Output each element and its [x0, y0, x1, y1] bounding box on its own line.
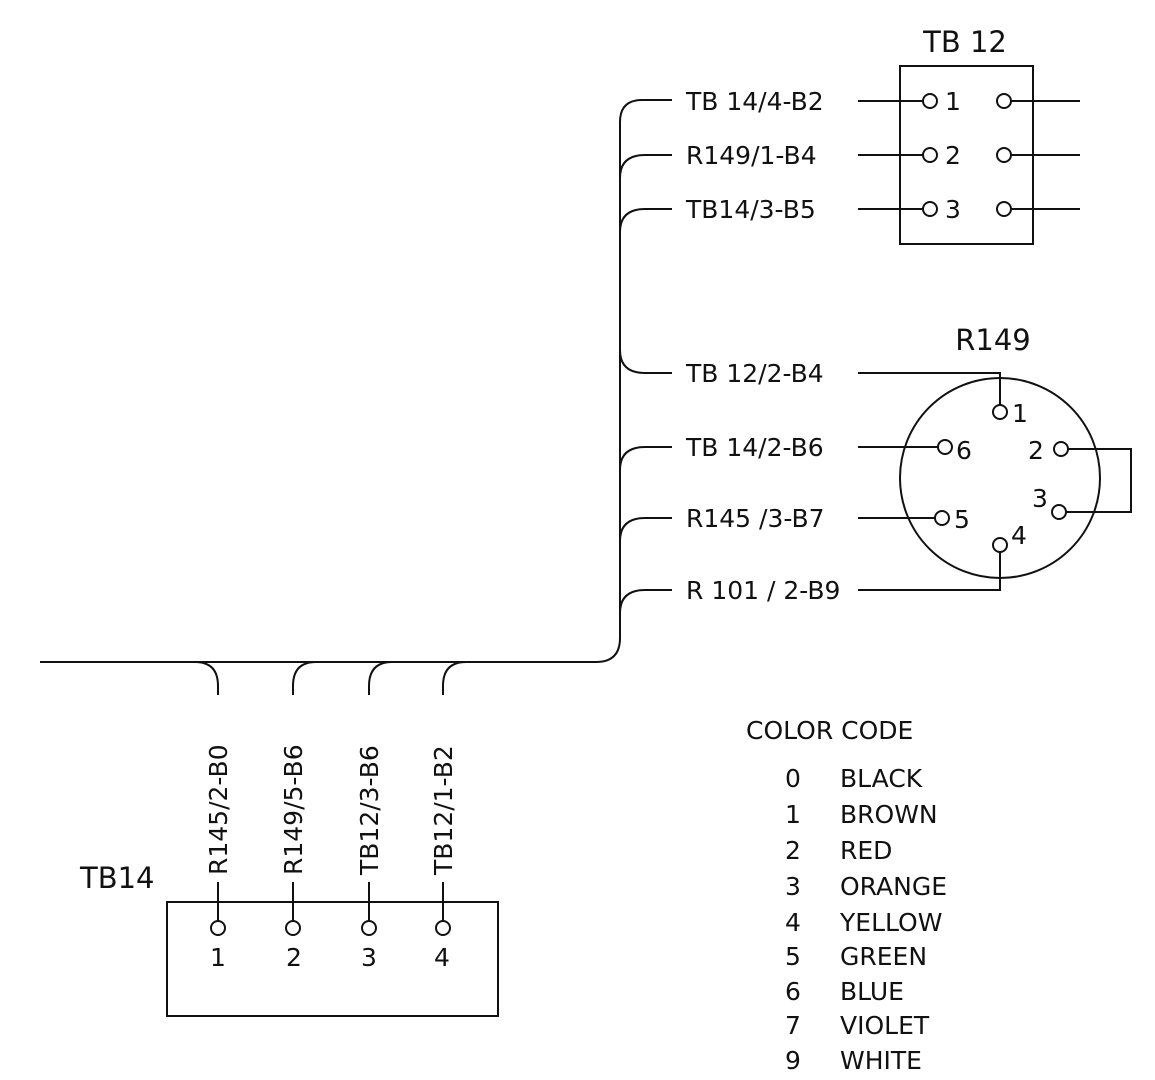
tb14-terminal-num-4: 4 — [434, 943, 450, 972]
color-code-name: BROWN — [840, 800, 938, 829]
tb14-terminal-block: TB14 R145/2-B0 R149/5-B6 TB12/3-B6 TB12/… — [79, 744, 499, 1017]
color-code-num: 1 — [785, 800, 801, 829]
tb12-right-terminal-2 — [996, 147, 1012, 163]
harness-branch-r149-6 — [619, 446, 672, 471]
tb12-terminal-num-2: 2 — [945, 141, 961, 170]
r149-jumper-2-3 — [1066, 448, 1132, 513]
tb12-wire-label-2: R149/1-B4 — [686, 141, 817, 170]
harness-branch-r149-4 — [619, 589, 672, 614]
tb14-terminal-2 — [285, 920, 301, 936]
color-code-num: 5 — [785, 942, 801, 971]
tb12-terminal-3 — [922, 201, 938, 217]
color-code-num: 2 — [785, 836, 801, 865]
color-code-title: COLOR CODE — [746, 716, 913, 745]
r149-pin-2 — [1053, 441, 1069, 457]
harness-branch-tb14-4 — [442, 661, 467, 695]
color-code-num: 0 — [785, 764, 801, 793]
tb12-wire-label-3: TB14/3-B5 — [685, 195, 816, 224]
color-code-num: 6 — [785, 977, 801, 1006]
r149-pin-num-6: 6 — [956, 436, 972, 465]
color-code-name: BLACK — [840, 764, 923, 793]
tb14-terminal-num-1: 1 — [210, 943, 226, 972]
cable-harness — [40, 99, 672, 695]
r149-pin-num-3: 3 — [1032, 484, 1048, 513]
r149-wire-label-6: TB 14/2-B6 — [685, 433, 824, 462]
harness-branch-r149-5 — [619, 517, 672, 542]
tb14-terminal-1 — [210, 920, 226, 936]
tb14-box — [166, 901, 499, 1017]
tb14-wire-label-2: R149/5-B6 — [279, 744, 308, 875]
r149-wire-label-5: R145 /3-B7 — [686, 504, 825, 533]
tb12-right-terminal-1 — [996, 93, 1012, 109]
r149-pin-num-1: 1 — [1012, 399, 1028, 428]
tb12-wire-label-1: TB 14/4-B2 — [685, 87, 824, 116]
color-code-name: VIOLET — [840, 1011, 930, 1040]
color-code-num: 7 — [785, 1011, 801, 1040]
r149-pin-1 — [992, 404, 1008, 420]
harness-branch-tb14-2 — [292, 661, 317, 695]
tb14-wire-label-1: R145/2-B0 — [204, 744, 233, 875]
harness-branch-tb14-1 — [194, 661, 219, 695]
color-code-num: 3 — [785, 872, 801, 901]
color-code-name: YELLOW — [839, 908, 942, 937]
harness-branch-tb12-3 — [619, 208, 672, 233]
harness-branch-tb14-3 — [368, 661, 393, 695]
tb12-terminal-1 — [922, 93, 938, 109]
tb14-title: TB14 — [79, 861, 155, 895]
color-code-name: RED — [840, 836, 892, 865]
color-code-name: WHITE — [840, 1046, 922, 1075]
color-code-num: 9 — [785, 1046, 801, 1075]
harness-branch-r149-1 — [619, 349, 672, 374]
harness-trunk — [40, 99, 672, 663]
tb12-title: TB 12 — [922, 25, 1007, 59]
color-code-num: 4 — [785, 908, 801, 937]
tb14-terminal-4 — [435, 920, 451, 936]
r149-pin-4 — [992, 537, 1008, 553]
r149-pin-num-2: 2 — [1028, 436, 1044, 465]
color-code-name: GREEN — [840, 942, 927, 971]
r149-pin-num-4: 4 — [1011, 521, 1027, 550]
r149-pin-6 — [937, 439, 953, 455]
tb12-terminal-num-1: 1 — [945, 87, 961, 116]
r149-lead-1 — [858, 372, 1001, 405]
tb14-terminal-num-2: 2 — [286, 943, 302, 972]
r149-title: R149 — [955, 323, 1031, 357]
r149-pin-num-5: 5 — [954, 505, 970, 534]
color-code-legend: COLOR CODE 0 BLACK 1 BROWN 2 RED 3 ORANG… — [746, 716, 947, 1075]
r149-wire-label-4: R 101 / 2-B9 — [686, 576, 840, 605]
tb14-terminal-num-3: 3 — [361, 943, 377, 972]
r149-pin-5 — [934, 510, 950, 526]
r149-wire-label-1: TB 12/2-B4 — [685, 359, 824, 388]
r149-lead-4 — [858, 552, 1001, 591]
color-code-name: BLUE — [840, 977, 904, 1006]
r149-component: R149 TB 12/2-B4 TB 14/2-B6 R145 /3-B7 R … — [685, 323, 1132, 605]
r149-pin-3 — [1051, 504, 1067, 520]
tb14-terminal-3 — [361, 920, 377, 936]
tb12-terminal-2 — [922, 147, 938, 163]
tb14-wire-label-3: TB12/3-B6 — [355, 745, 384, 876]
tb12-terminal-block: TB 12 TB 14/4-B2 R149/1-B4 TB14/3-B5 1 2… — [685, 25, 1080, 245]
tb14-wire-label-4: TB12/1-B2 — [429, 745, 458, 876]
harness-branch-tb12-2 — [619, 154, 672, 179]
tb12-right-terminal-3 — [996, 201, 1012, 217]
tb12-terminal-num-3: 3 — [945, 195, 961, 224]
color-code-name: ORANGE — [840, 872, 947, 901]
